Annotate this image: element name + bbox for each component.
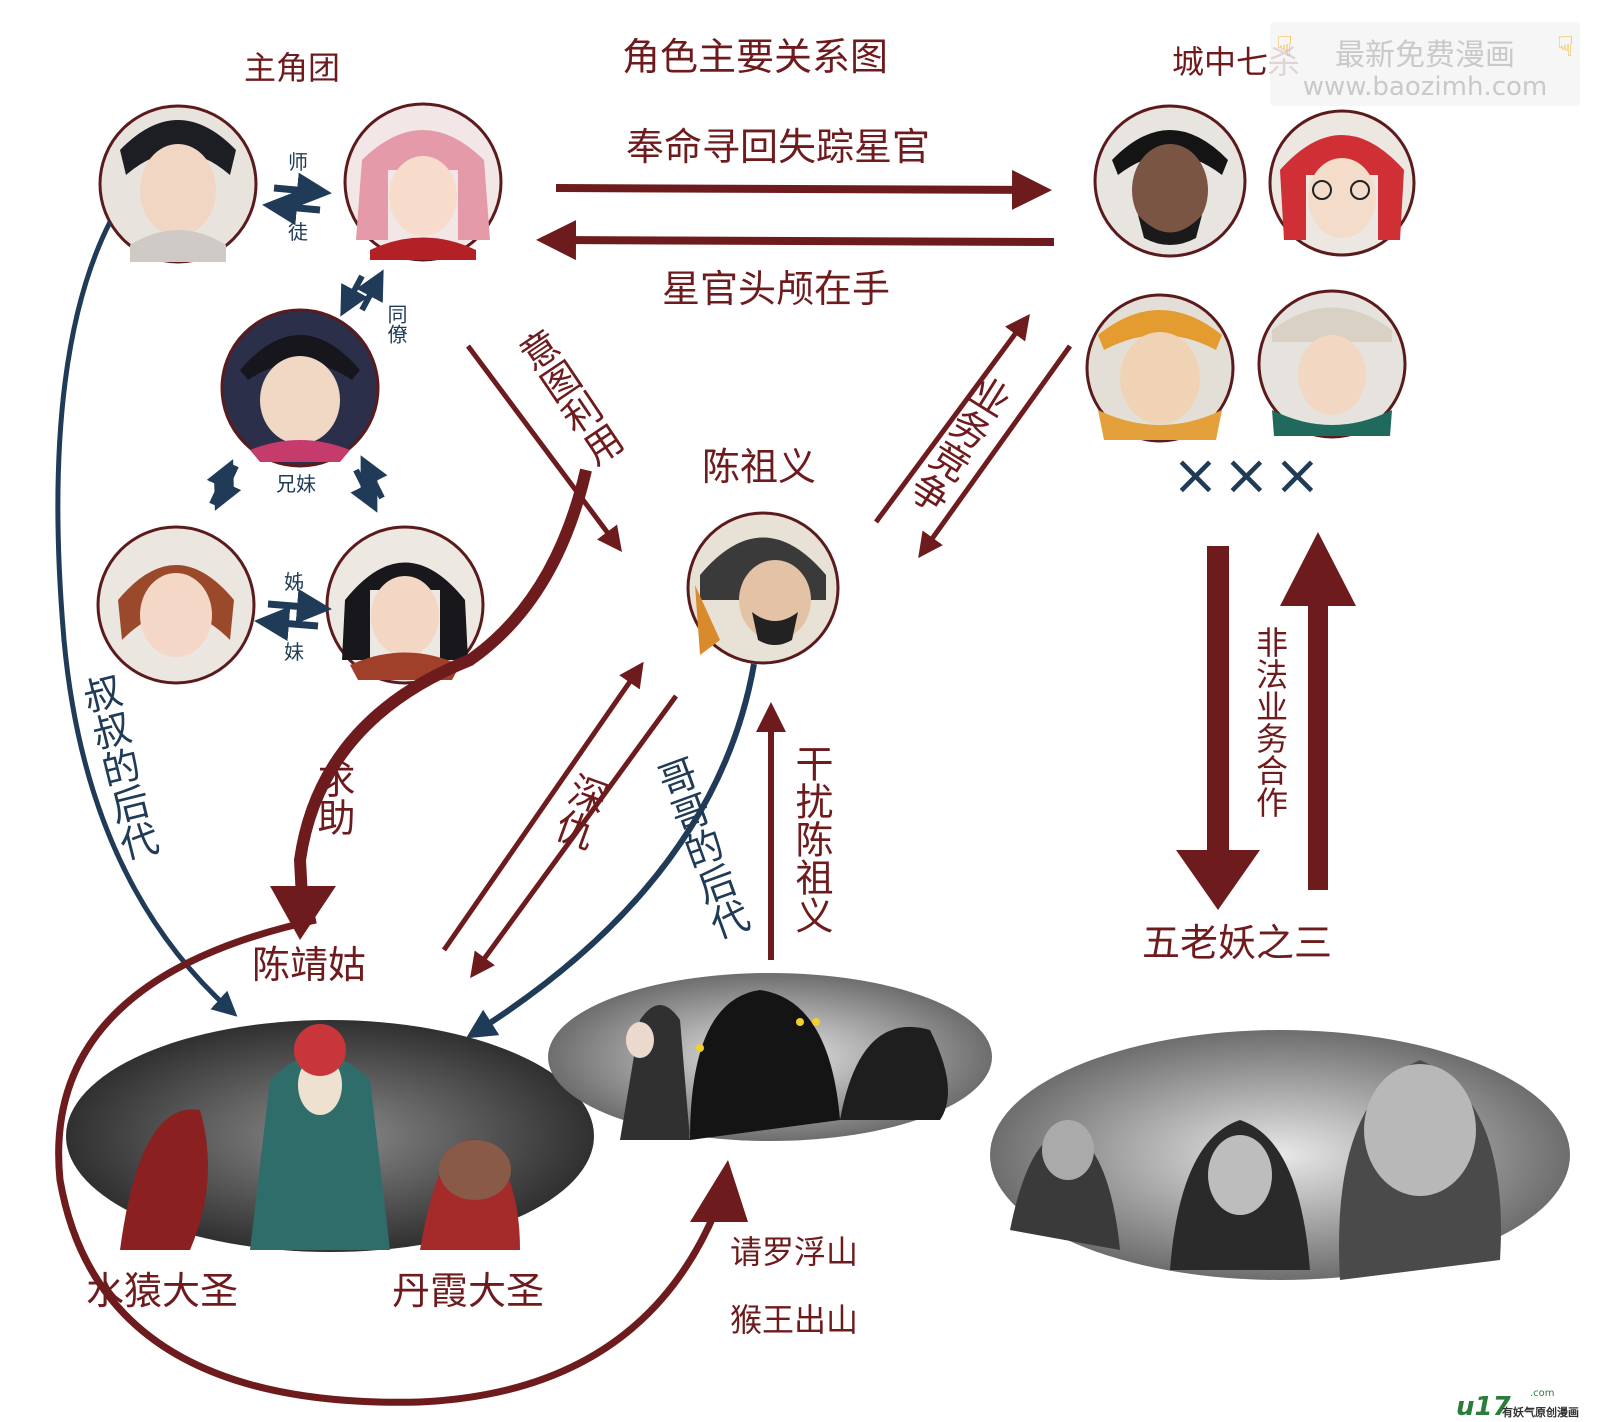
portrait-city-cap — [1257, 289, 1407, 439]
page-title: 角色主要关系图 — [622, 35, 889, 79]
scene-five-elders — [990, 1030, 1570, 1280]
arrow-fengming — [555, 169, 1052, 210]
label-zi: 姊 — [284, 570, 304, 594]
arrow-shitu-left — [262, 190, 321, 226]
arrow-shenchou-down — [470, 694, 679, 979]
arrow-yewu-down — [918, 344, 1073, 559]
label-shuiyuan: 水猿大圣 — [86, 1269, 239, 1313]
arrow-xiongmei-b — [206, 459, 234, 506]
portrait-city-bandana — [1085, 293, 1235, 443]
u17-logo: u17 — [1456, 1392, 1511, 1422]
arrow-xingguan — [536, 220, 1055, 261]
label-danxia: 丹霞大圣 — [392, 1269, 545, 1313]
pointing-hand-icon: ☟ — [1276, 30, 1294, 63]
label-qiuzhu: 求助 — [311, 760, 355, 836]
label-fengming: 奉命寻回失踪星官 — [626, 125, 931, 169]
label-tongliao: 同僚 — [384, 304, 408, 344]
label-ganrao: 干扰陈祖义 — [789, 744, 833, 934]
label-five-elders: 五老妖之三 — [1142, 921, 1333, 965]
scene-monkeys — [548, 973, 992, 1141]
arrow-gege — [465, 663, 757, 1039]
portrait-protagonist-boy — [220, 308, 380, 468]
arrow-shushu — [55, 220, 238, 1017]
label-unknown-marks: ××× — [1172, 443, 1325, 508]
watermark-url: www.baozimh.com — [1302, 72, 1548, 102]
arrow-shitu-right — [273, 172, 332, 208]
label-chen-jinggu: 陈靖姑 — [252, 943, 367, 987]
arrow-zimei-left — [254, 606, 319, 642]
arrow-yitu — [465, 344, 622, 553]
arrow-yewu-up — [873, 313, 1030, 524]
portrait-protagonist-male — [98, 104, 258, 264]
portrait-protagonist-pink — [343, 102, 503, 262]
label-qing-1: 请罗浮山 — [730, 1233, 859, 1271]
u17-logo-sub: 有妖气原创漫画 — [1502, 1406, 1579, 1419]
portrait-chen-zuyi — [686, 511, 840, 665]
portrait-city-bearded — [1093, 104, 1247, 258]
portrait-protagonist-sister-a — [96, 525, 256, 685]
arrow-tongliao-a — [340, 274, 368, 317]
arrow-qiuzhu — [293, 468, 592, 899]
watermark-line1: 最新免费漫画 — [1335, 38, 1515, 73]
u17-logo-com: .com — [1530, 1388, 1555, 1399]
label-xiongmei: 兄妹 — [276, 472, 316, 496]
portrait-city-redhair — [1268, 109, 1416, 257]
label-mei: 妹 — [284, 640, 304, 664]
arrow-zimei-right — [267, 588, 332, 624]
arrow-qing — [55, 916, 720, 1406]
arrow-xiongmei-d — [360, 455, 388, 500]
label-feifa: 非法业务合作 — [1251, 626, 1289, 818]
label-qing-2: 猴王出山 — [730, 1301, 859, 1339]
group-label-protagonists: 主角团 — [244, 49, 341, 87]
label-tu: 徒 — [288, 220, 308, 244]
arrow-shenchou-up — [441, 661, 644, 952]
label-xingguan: 星官头颅在手 — [662, 267, 891, 311]
label-shi: 师 — [288, 150, 308, 174]
scene-jinggu-group — [66, 1020, 594, 1252]
label-chen-zuyi: 陈祖义 — [702, 445, 817, 489]
arrow-tongliao-b — [356, 269, 384, 312]
watermark: ☟ 最新免费漫画 ☟ www.baozimh.com — [1270, 22, 1580, 106]
pointing-hand-icon: ☟ — [1556, 30, 1574, 63]
